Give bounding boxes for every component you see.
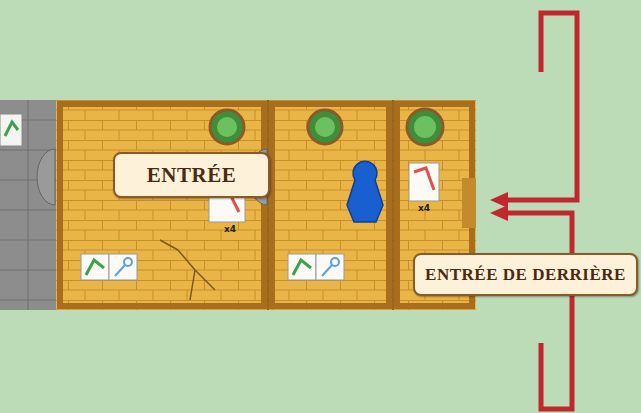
label-text: ENTRÉE [147,163,236,188]
count-label: x4 [418,203,430,213]
count-label: x4 [224,224,236,234]
entry-label: ENTRÉE [113,152,270,198]
back-entry-label: ENTRÉE DE DERRIÈRE [413,253,638,296]
label-text: ENTRÉE DE DERRIÈRE [425,265,626,285]
